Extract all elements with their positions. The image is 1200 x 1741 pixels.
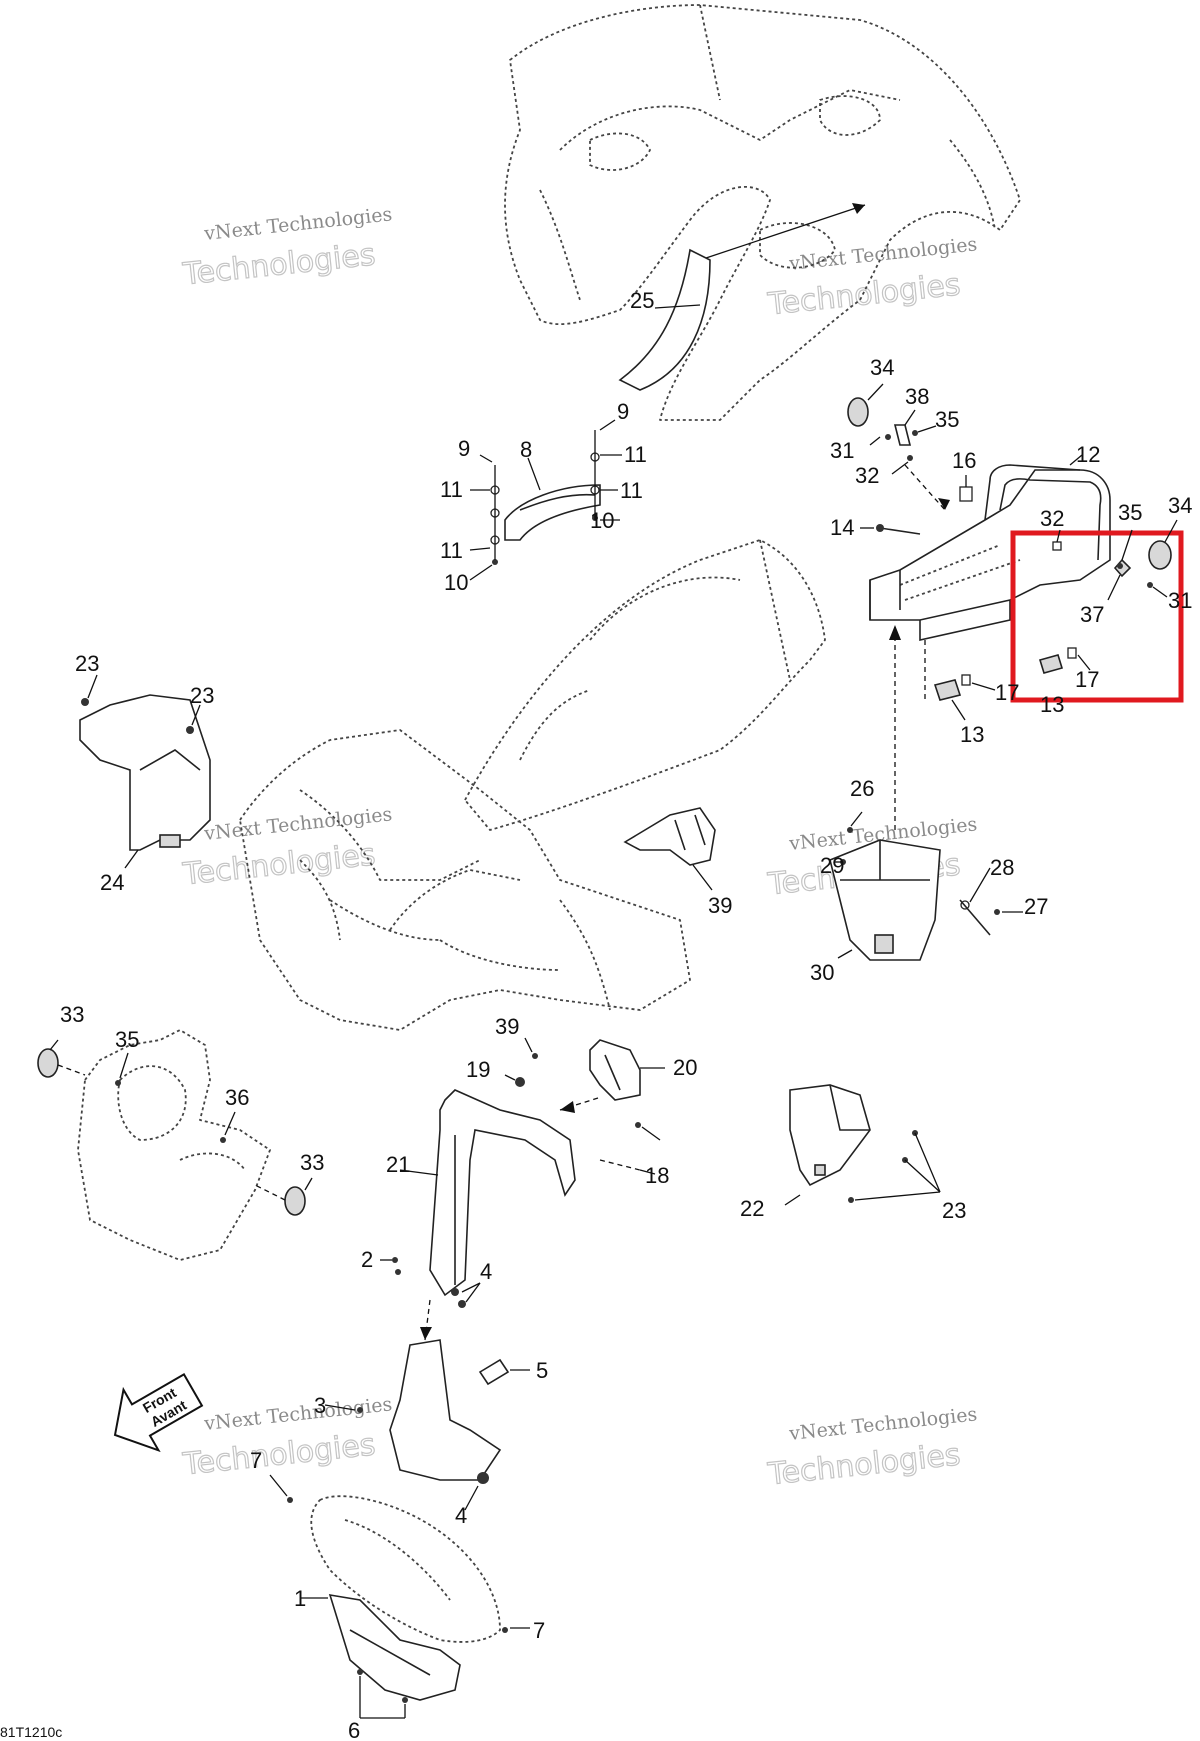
- callout: 21: [386, 1152, 410, 1177]
- callout: 22: [740, 1196, 764, 1221]
- watermark-outline-text: Technologies: [766, 267, 962, 322]
- part-16-grommet: [959, 475, 973, 502]
- callout: 2: [361, 1247, 373, 1272]
- rear-fender-outline: [504, 4, 1021, 421]
- part-24-air-duct: [79, 674, 211, 869]
- callout: 23: [75, 651, 99, 676]
- callout: 26: [850, 776, 874, 801]
- part-25-trim-strip: [618, 248, 711, 391]
- callout: 32: [1040, 506, 1064, 531]
- callout: 5: [536, 1358, 548, 1383]
- part-33-cap-right: [254, 1177, 313, 1216]
- callout: 27: [1024, 894, 1048, 919]
- callout: 9: [617, 399, 629, 424]
- callout: 11: [440, 477, 463, 502]
- callout: 11: [624, 442, 647, 467]
- callout: 19: [466, 1057, 490, 1082]
- callout: 12: [1076, 442, 1100, 467]
- callout: 33: [60, 1002, 84, 1027]
- highlighted-parts: [1038, 519, 1178, 674]
- part-21-frame: [380, 1037, 661, 1341]
- highlight-box: [1010, 530, 1184, 703]
- watermark-outline-text: Technologies: [181, 837, 377, 892]
- callout: 31: [1168, 588, 1192, 613]
- callout: 18: [645, 1163, 669, 1188]
- callout: 39: [495, 1014, 519, 1039]
- headlight-housing-outline: [77, 1029, 271, 1261]
- callout: 17: [995, 680, 1019, 705]
- callout: 38: [905, 384, 929, 409]
- watermark-outline-text: Technologies: [766, 1437, 962, 1492]
- part-13-clip: [933, 674, 996, 721]
- callout: 33: [300, 1150, 324, 1175]
- callout: 25: [630, 288, 654, 313]
- part-34-cap: [847, 383, 884, 427]
- part-14-bolt: [860, 524, 921, 535]
- callout: 36: [225, 1085, 249, 1110]
- callout: 35: [115, 1027, 139, 1052]
- callout: 11: [440, 538, 463, 563]
- callout: 32: [855, 463, 879, 488]
- callout: 30: [810, 960, 834, 985]
- callout: 16: [952, 448, 976, 473]
- watermark-outline-text: Technologies: [181, 237, 377, 292]
- part-38-cover: [623, 807, 716, 891]
- callout: 23: [942, 1198, 966, 1223]
- callout: 23: [190, 683, 214, 708]
- callout: 9: [458, 436, 470, 461]
- callout: 34: [1168, 493, 1192, 518]
- callout: 13: [1040, 692, 1064, 717]
- callout: 13: [960, 722, 984, 747]
- callout: 35: [935, 407, 959, 432]
- callout: 39: [708, 893, 732, 918]
- part-22-bracket: [784, 1084, 941, 1206]
- part-5-bushing: [478, 1358, 530, 1386]
- callout: 3: [314, 1393, 326, 1418]
- part-1-skid-plate: [300, 1593, 461, 1719]
- part-33-cap: [37, 1039, 86, 1078]
- callout-labels: 1 2 3 4 4 5 6 7 7 8 9 9 10 10 11 11 11 1…: [60, 288, 1192, 1741]
- callout: 20: [673, 1055, 697, 1080]
- callout: 34: [870, 355, 894, 380]
- callout: 28: [990, 855, 1014, 880]
- callout: 14: [830, 515, 854, 540]
- callout: 24: [100, 870, 124, 895]
- part-20-bracket: [559, 1039, 665, 1113]
- callout: 4: [455, 1503, 467, 1528]
- callout: 6: [348, 1718, 360, 1741]
- drawing-code: 81T1210c: [0, 1724, 62, 1740]
- part-8-handle: [469, 419, 622, 581]
- callout: 10: [590, 508, 614, 533]
- part-30-storage-box: [829, 625, 1023, 961]
- callout: 4: [480, 1259, 492, 1284]
- callout: 31: [830, 438, 854, 463]
- front-fascia-outline: [239, 729, 691, 1031]
- callout: 1: [294, 1586, 306, 1611]
- part-12-rear-rack: [869, 454, 1111, 641]
- callout: 7: [250, 1448, 262, 1473]
- part-37-bracket: [869, 409, 950, 511]
- callout: 8: [520, 437, 532, 462]
- watermark-outline-text: Technologies: [181, 1427, 377, 1482]
- callout: 37: [1080, 602, 1104, 627]
- callout: 35: [1118, 500, 1142, 525]
- front-fender-outline: [464, 539, 826, 831]
- callout: 29: [820, 853, 844, 878]
- front-bumper-outline: [269, 1474, 530, 1643]
- callout: 17: [1075, 667, 1099, 692]
- callout: 7: [533, 1618, 545, 1643]
- callout: 11: [620, 478, 643, 503]
- callout: 10: [444, 570, 468, 595]
- lower-bracket: [324, 1339, 502, 1511]
